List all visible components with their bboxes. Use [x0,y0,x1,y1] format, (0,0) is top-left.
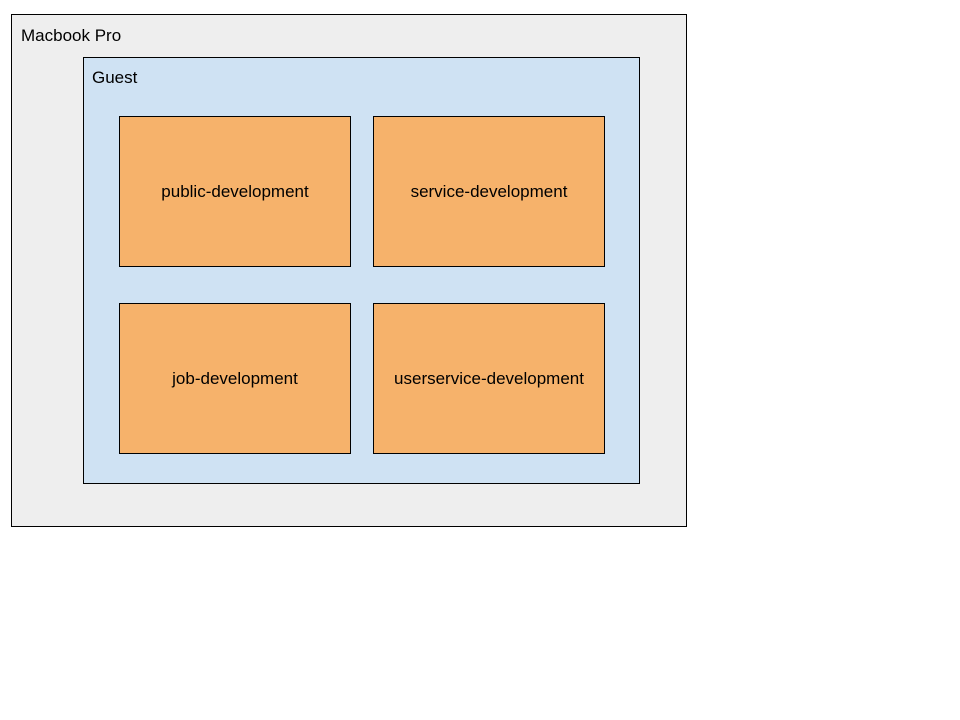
environment-label: job-development [172,368,298,388]
environment-box-public-development: public-development [119,116,351,267]
environment-label: public-development [161,181,309,201]
host-box: Macbook Pro Guest public-development ser… [11,14,687,527]
host-label: Macbook Pro [21,26,122,45]
environment-box-service-development: service-development [373,116,605,267]
guest-box: Guest public-development service-develop… [83,57,640,484]
environment-label: service-development [410,181,568,201]
guest-label: Guest [92,68,138,87]
environment-label: userservice-development [394,368,584,388]
environment-box-job-development: job-development [119,303,351,454]
environment-box-userservice-development: userservice-development [373,303,605,454]
